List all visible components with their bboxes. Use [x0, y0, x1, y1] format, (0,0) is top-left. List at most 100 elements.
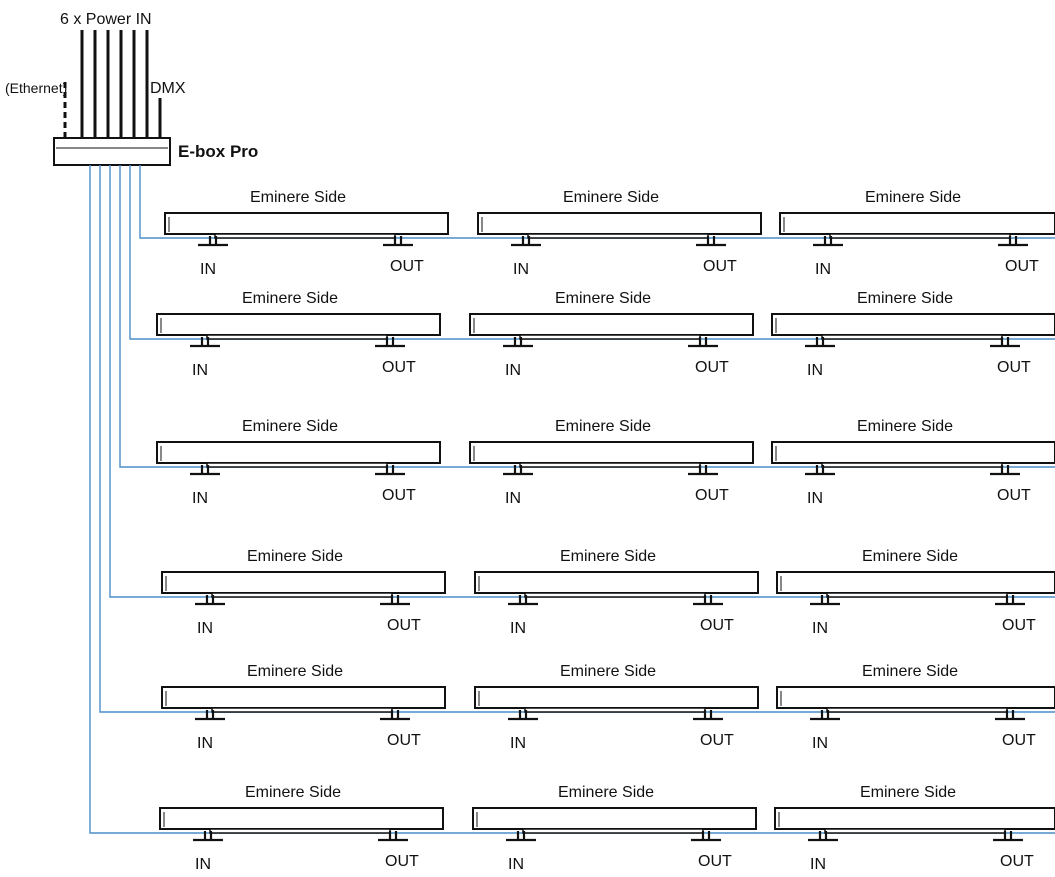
connector-in: [508, 710, 538, 721]
fixture-base: [211, 592, 393, 598]
fixture-base: [519, 462, 701, 468]
fixture-base: [821, 462, 1003, 468]
connector-out: [693, 595, 723, 606]
fixture-name-label: Eminere Side: [860, 784, 956, 801]
ebox-label: E-box Pro: [178, 142, 258, 161]
out-label: OUT: [997, 487, 1031, 504]
fixture-base: [211, 707, 393, 713]
in-label: IN: [508, 856, 524, 873]
out-label: OUT: [695, 487, 729, 504]
in-label: IN: [810, 856, 826, 873]
connector-out: [691, 831, 721, 842]
out-label: OUT: [382, 487, 416, 504]
fixture-base: [829, 233, 1011, 239]
fixture-bar: [159, 807, 444, 830]
connector-in: [193, 831, 223, 842]
in-label: IN: [197, 735, 213, 752]
in-label: IN: [807, 490, 823, 507]
fixture-name-label: Eminere Side: [242, 418, 338, 435]
out-label: OUT: [997, 359, 1031, 376]
connector-out: [998, 236, 1028, 247]
connector-in: [503, 337, 533, 348]
in-label: IN: [192, 490, 208, 507]
fixture-bar: [472, 807, 757, 830]
cable-row-2: [129, 165, 1055, 340]
out-label: OUT: [1002, 617, 1036, 634]
connector-in: [508, 595, 538, 606]
fixture-bar: [771, 441, 1055, 464]
in-label: IN: [812, 620, 828, 637]
out-label: OUT: [387, 732, 421, 749]
fixture-bar: [161, 686, 446, 709]
power-in-label: 6 x Power IN: [60, 11, 152, 28]
connector-out: [378, 831, 408, 842]
fixture-base: [821, 334, 1003, 340]
fixture-name-label: Eminere Side: [245, 784, 341, 801]
fixture-name-label: Eminere Side: [247, 548, 343, 565]
in-label: IN: [197, 620, 213, 637]
connector-out: [693, 710, 723, 721]
fixture-bar: [474, 686, 759, 709]
fixture-name-label: Eminere Side: [558, 784, 654, 801]
connector-in: [195, 710, 225, 721]
out-label: OUT: [695, 359, 729, 376]
connector-in: [198, 236, 228, 247]
connector-out: [380, 595, 410, 606]
out-label: OUT: [700, 617, 734, 634]
connector-in: [195, 595, 225, 606]
fixture-bar: [779, 212, 1055, 235]
connector-out: [375, 465, 405, 476]
fixture-name-label: Eminere Side: [247, 663, 343, 680]
in-label: IN: [815, 261, 831, 278]
connector-in: [805, 465, 835, 476]
fixture-base: [524, 592, 706, 598]
fixture-bar: [164, 212, 449, 235]
out-label: OUT: [382, 359, 416, 376]
in-label: IN: [510, 620, 526, 637]
fixture-name-label: Eminere Side: [560, 663, 656, 680]
cable-row-5: [99, 165, 1055, 713]
fixture-bar: [156, 313, 441, 336]
connector-out: [993, 831, 1023, 842]
in-label: IN: [505, 490, 521, 507]
connector-in: [190, 465, 220, 476]
connector-out: [688, 337, 718, 348]
in-label: IN: [513, 261, 529, 278]
connector-out: [380, 710, 410, 721]
fixture-base: [826, 707, 1008, 713]
out-label: OUT: [700, 732, 734, 749]
fixture-bar: [156, 441, 441, 464]
connector-out: [990, 337, 1020, 348]
in-label: IN: [200, 261, 216, 278]
fixture-bar: [469, 313, 754, 336]
connector-in: [190, 337, 220, 348]
out-label: OUT: [390, 258, 424, 275]
connector-in: [805, 337, 835, 348]
fixture-bar: [477, 212, 762, 235]
cable-row-6: [89, 165, 1055, 834]
connector-in: [810, 595, 840, 606]
in-label: IN: [510, 735, 526, 752]
out-label: OUT: [703, 258, 737, 275]
fixture-base: [524, 707, 706, 713]
in-label: IN: [192, 362, 208, 379]
fixture-name-label: Eminere Side: [862, 663, 958, 680]
fixture-base: [206, 334, 388, 340]
fixture-name-label: Eminere Side: [563, 189, 659, 206]
fixture-name-label: Eminere Side: [250, 189, 346, 206]
fixture-name-label: Eminere Side: [865, 189, 961, 206]
connector-in: [503, 465, 533, 476]
fixture-bar: [474, 571, 759, 594]
